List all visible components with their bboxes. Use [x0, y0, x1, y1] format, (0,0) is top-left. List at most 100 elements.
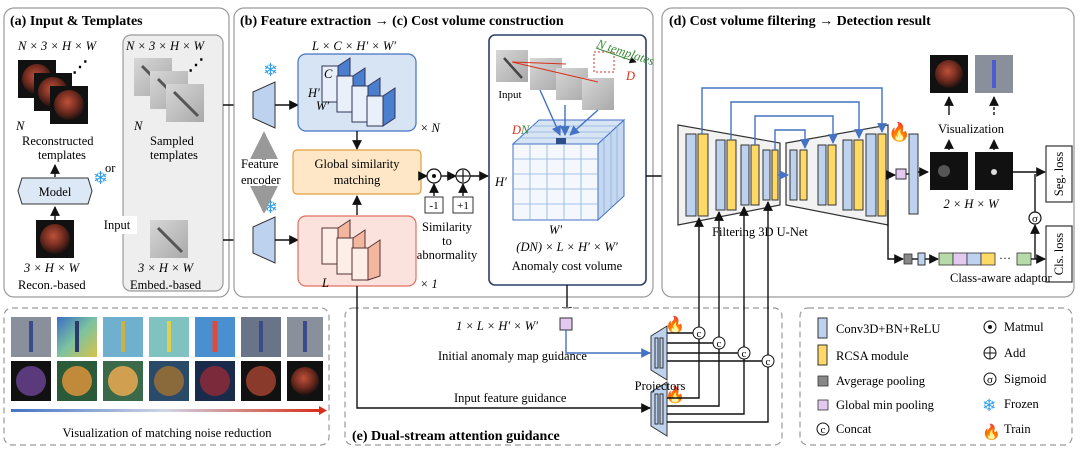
- flame-icon: 🔥: [982, 423, 1001, 441]
- svg-text:···: ···: [999, 251, 1011, 265]
- svg-text:c: c: [697, 328, 702, 340]
- n-left: N: [15, 119, 25, 133]
- avg-pool-block: [903, 253, 913, 265]
- recon-based-label: Recon.-based: [18, 278, 86, 292]
- flame-icon: 🔥: [888, 121, 910, 142]
- or-label: or: [105, 161, 116, 175]
- legend-conv: Conv3D+BN+ReLU: [836, 322, 940, 336]
- sampled-line2: templates: [150, 148, 198, 162]
- flame-icon: 🔥: [665, 385, 685, 404]
- dn-n: N: [520, 123, 530, 137]
- cube-h: H′: [494, 175, 507, 189]
- cls-loss-label: Cls. loss: [1052, 233, 1066, 276]
- times-1: × 1: [420, 277, 438, 291]
- projectors-label: Projectors: [635, 379, 686, 393]
- panel-feature-cost: (b) Feature extraction → (c) Cost volume…: [233, 7, 656, 298]
- global-min-pool-e: [559, 317, 573, 331]
- model-block: [17, 177, 93, 205]
- output-conv: [908, 133, 919, 215]
- global-similarity-line2: matching: [334, 173, 381, 187]
- cls-loss-box: [1045, 225, 1073, 283]
- legend-sigmoid: Sigmoid: [1004, 372, 1047, 386]
- model-label: Model: [39, 185, 72, 199]
- legend-frozen: Frozen: [1004, 397, 1039, 411]
- sim-abn-line2: to: [442, 234, 452, 248]
- snowflake-icon: ❄: [982, 396, 996, 415]
- minus-one: -1: [429, 200, 438, 212]
- seg-loss-box: [1045, 145, 1073, 203]
- svg-text:σ: σ: [987, 374, 993, 386]
- label-c: C: [324, 67, 333, 81]
- output-dim: 2 × H × W: [943, 197, 1000, 211]
- snowflake-icon: ❄: [93, 168, 108, 188]
- reconstructed-line2: templates: [38, 148, 86, 162]
- svg-text:σ: σ: [1032, 213, 1038, 225]
- legend-minpool: Global min pooling: [836, 398, 935, 412]
- panel-b-title: (b) Feature extraction → (c) Cost volume…: [240, 14, 564, 29]
- feature-encoder-line2: encoder: [241, 173, 281, 187]
- input-feature-label: Input feature guidance: [454, 391, 567, 405]
- feature-encoder-bottom: [252, 216, 276, 264]
- label-d-red: D: [625, 69, 635, 83]
- sampled-template-images: ⋰: [134, 57, 204, 122]
- snowflake-icon: ❄: [263, 60, 278, 80]
- cost-volume-templates: [496, 47, 637, 110]
- dim-input-right: 3 × H × W: [137, 261, 195, 275]
- panel-a-title: (a) Input & Templates: [10, 14, 143, 29]
- label-l: L: [321, 276, 329, 290]
- global-similarity-line1: Global similarity: [314, 157, 400, 171]
- times-n: × N: [420, 121, 441, 135]
- cube-w: W′: [549, 223, 562, 237]
- label-w: W′: [316, 99, 329, 113]
- panel-filtering: (d) Cost volume filtering → Detection re…: [661, 7, 1075, 298]
- unet-label: Filtering 3D U-Net: [712, 225, 808, 239]
- legend-concat-swatch: [816, 422, 830, 436]
- legend-avgpool-swatch: [817, 375, 829, 387]
- legend-train: Train: [1004, 422, 1031, 436]
- visualization-images: [930, 55, 1013, 190]
- dim-reconstructed: N × 3 × H × W: [17, 39, 98, 53]
- guidance-dim: 1 × L × H′ × W′: [456, 319, 538, 333]
- template-feature-stack: [321, 57, 396, 127]
- legend-avgpool: Avgerage pooling: [836, 374, 926, 388]
- svg-text:⋰: ⋰: [72, 59, 88, 76]
- initial-map-label: Initial anomaly map guidance: [438, 349, 587, 363]
- svg-text:c: c: [821, 424, 826, 436]
- legend-rcsa: RCSA module: [836, 349, 909, 363]
- class-aware-adaptor-blocks: ···: [938, 251, 1032, 266]
- input-feature-stack: [321, 219, 381, 281]
- cost-volume-dims: (DN) × L × H′ × W′: [516, 240, 618, 254]
- panel-input-templates: (a) Input & Templates N × 3 × H × W N × …: [3, 7, 230, 298]
- embed-based-label: Embed.-based: [130, 278, 202, 292]
- global-min-pool: [895, 168, 907, 180]
- svg-text:c: c: [742, 348, 747, 360]
- projector-top: [650, 325, 668, 381]
- adaptor-label: Class-aware adaptor: [950, 271, 1053, 285]
- dim-input-left: 3 × H × W: [23, 261, 81, 275]
- n-right: N: [133, 119, 143, 133]
- svg-text:⋰: ⋰: [188, 57, 204, 74]
- dn-d: D: [511, 123, 521, 137]
- anomaly-cost-volume-cube: [511, 89, 626, 222]
- svg-text:c: c: [717, 338, 722, 350]
- noise-label: Visualization of matching noise reductio…: [63, 426, 273, 440]
- legend-conv-swatch: [817, 317, 828, 339]
- flame-icon: 🔥: [665, 315, 685, 334]
- reconstructed-line1: Reconstructed: [22, 134, 94, 148]
- svg-text:c: c: [766, 356, 771, 368]
- plus-one: +1: [457, 200, 469, 212]
- visualization-label: Visualization: [938, 122, 1005, 136]
- legend-add: Add: [1004, 346, 1026, 360]
- noise-heatmap-row-screw: [11, 317, 323, 357]
- feature-encoder-line1: Feature: [241, 157, 279, 171]
- label-h: H′: [307, 86, 320, 100]
- panel-noise-reduction: Visualization of matching noise reductio…: [3, 307, 330, 446]
- legend-concat: Concat: [836, 422, 872, 436]
- dim-sampled: N × 3 × H × W: [125, 39, 206, 53]
- panel-dual-stream: (e) Dual-stream attention guidance 1 × L…: [344, 201, 783, 446]
- sim-abn-line1: Similarity: [422, 220, 473, 234]
- sim-abn-line3: abnormality: [417, 248, 478, 262]
- legend-matmul: Matmul: [1004, 320, 1044, 334]
- input-label: Input: [104, 218, 131, 232]
